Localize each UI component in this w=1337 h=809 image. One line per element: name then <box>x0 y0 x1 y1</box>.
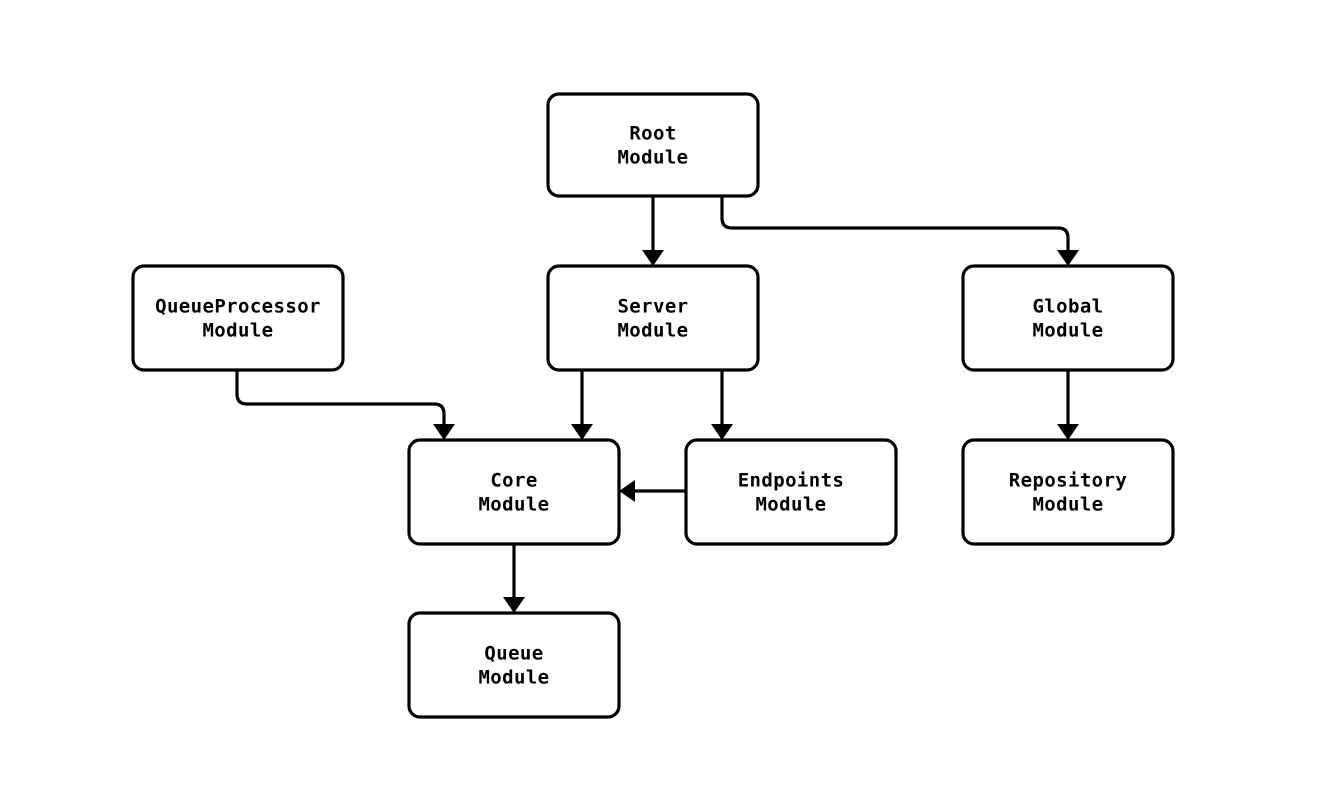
edge-queueprocessor-to-core <box>235 370 455 440</box>
node-label-primary: Global <box>1032 296 1103 318</box>
node-label-secondary: Module <box>1032 320 1103 342</box>
node-box[interactable] <box>407 611 621 719</box>
node-label-secondary: Module <box>202 320 273 342</box>
arrowhead-icon <box>1057 424 1079 440</box>
edge-line <box>720 196 1070 252</box>
nodes-layer: RootModuleQueueProcessorModuleServerModu… <box>131 92 1175 719</box>
node-label-secondary: Module <box>478 667 549 689</box>
edge-root-to-global <box>720 196 1079 266</box>
node-label-primary: Core <box>490 470 537 492</box>
edge-endpoints-to-core <box>619 480 686 502</box>
edge-server-to-endpoints <box>711 370 733 440</box>
node-box[interactable] <box>961 264 1175 372</box>
arrowhead-icon <box>503 597 525 613</box>
edge-global-to-repository <box>1057 370 1079 440</box>
node-box[interactable] <box>407 438 621 546</box>
node-box[interactable] <box>546 264 760 372</box>
node-box[interactable] <box>684 438 898 546</box>
node-label-secondary: Module <box>1032 494 1103 516</box>
arrowhead-icon <box>1057 250 1079 266</box>
node-box[interactable] <box>961 438 1175 546</box>
arrowhead-icon <box>433 424 455 440</box>
node-label-secondary: Module <box>478 494 549 516</box>
edge-root-to-server <box>642 196 664 266</box>
edge-core-to-queue <box>503 544 525 613</box>
node-label-secondary: Module <box>617 320 688 342</box>
node-label-secondary: Module <box>755 494 826 516</box>
node-label-primary: Endpoints <box>738 470 845 492</box>
edge-line <box>235 370 446 426</box>
node-label-secondary: Module <box>617 147 688 169</box>
arrowhead-icon <box>711 424 733 440</box>
node-label-primary: Repository <box>1009 470 1127 492</box>
edges-layer <box>235 196 1079 613</box>
arrowhead-icon <box>571 424 593 440</box>
node-label-primary: Queue <box>484 643 543 665</box>
arrowhead-icon <box>642 250 664 266</box>
node-box[interactable] <box>546 92 760 198</box>
node-box[interactable] <box>131 264 345 372</box>
node-label-primary: QueueProcessor <box>155 296 321 318</box>
edge-server-to-core <box>571 370 593 440</box>
node-label-primary: Server <box>617 296 688 318</box>
node-label-primary: Root <box>629 123 676 145</box>
arrowhead-icon <box>619 480 635 502</box>
